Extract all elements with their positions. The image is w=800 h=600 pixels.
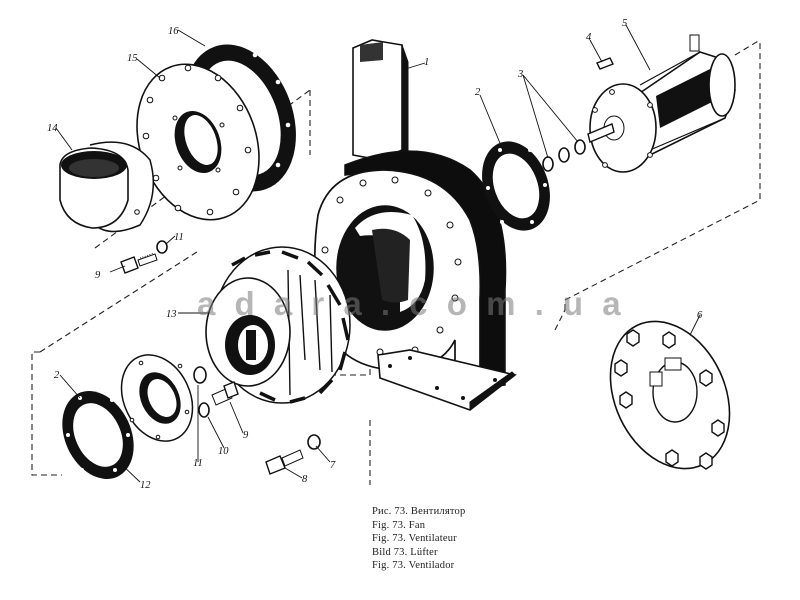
callout-part-16: 16 — [168, 26, 179, 37]
callout-part-2-lower: 2 — [54, 370, 60, 381]
inlet-nozzle-14 — [59, 141, 155, 233]
housing-flange-holes — [321, 176, 462, 356]
callout-part-14: 14 — [47, 123, 58, 134]
bolt-9-lower — [211, 381, 239, 406]
fan-housing — [313, 39, 517, 411]
callout-part-11-upper: 11 — [174, 232, 184, 243]
callout-part-4: 4 — [586, 32, 592, 43]
key-4 — [596, 57, 614, 70]
caption-german: Bild 73. Lüfter — [372, 546, 438, 558]
caption-french: Fig. 73. Ventilateur — [372, 533, 457, 545]
callout-part-5: 5 — [622, 18, 627, 29]
callout-part-10: 10 — [218, 446, 229, 457]
bolt-8 — [265, 449, 304, 475]
gasket-2-upper — [482, 141, 550, 231]
caption-spanish: Fig. 73. Ventilador — [372, 560, 455, 572]
watermark-text: a d a r a . c o m . u a — [197, 285, 626, 322]
caption-russian: Рис. 73. Вентилятор — [372, 506, 466, 517]
callout-part-12: 12 — [140, 480, 151, 491]
callout-part-2-upper: 2 — [475, 87, 481, 98]
callout-part-1: 1 — [424, 57, 429, 68]
callout-labels: 1 2 2 3 4 5 6 7 8 9 9 10 11 11 12 13 14 … — [47, 18, 703, 491]
motor-5 — [587, 34, 736, 173]
caption-english: Fig. 73. Fan — [372, 519, 426, 531]
callout-part-3: 3 — [517, 69, 523, 80]
callout-part-6: 6 — [697, 310, 703, 321]
back-plate-6 — [609, 320, 731, 470]
callout-part-11-lower: 11 — [193, 458, 203, 469]
callout-part-7: 7 — [330, 460, 336, 471]
washer-7 — [307, 434, 321, 450]
inner-ring-flange — [120, 354, 194, 442]
washer-11-lower — [198, 402, 210, 418]
bolt-9-upper — [120, 252, 158, 274]
figure-captions: Рис. 73. Вентилятор Fig. 73. Fan Fig. 73… — [372, 505, 465, 573]
washer-11-upper — [156, 240, 168, 254]
gasket-12 — [62, 391, 134, 479]
washer-10 — [193, 366, 207, 384]
callout-part-13: 13 — [166, 309, 177, 320]
impeller-13 — [205, 246, 351, 404]
callout-part-9-upper: 9 — [95, 270, 101, 281]
washers-3 — [542, 139, 586, 172]
callout-part-9-lower: 9 — [243, 430, 249, 441]
flange-plate-15 — [136, 63, 260, 221]
callout-part-8: 8 — [302, 474, 308, 485]
callout-part-15: 15 — [127, 53, 138, 64]
leader-lines — [55, 24, 701, 483]
